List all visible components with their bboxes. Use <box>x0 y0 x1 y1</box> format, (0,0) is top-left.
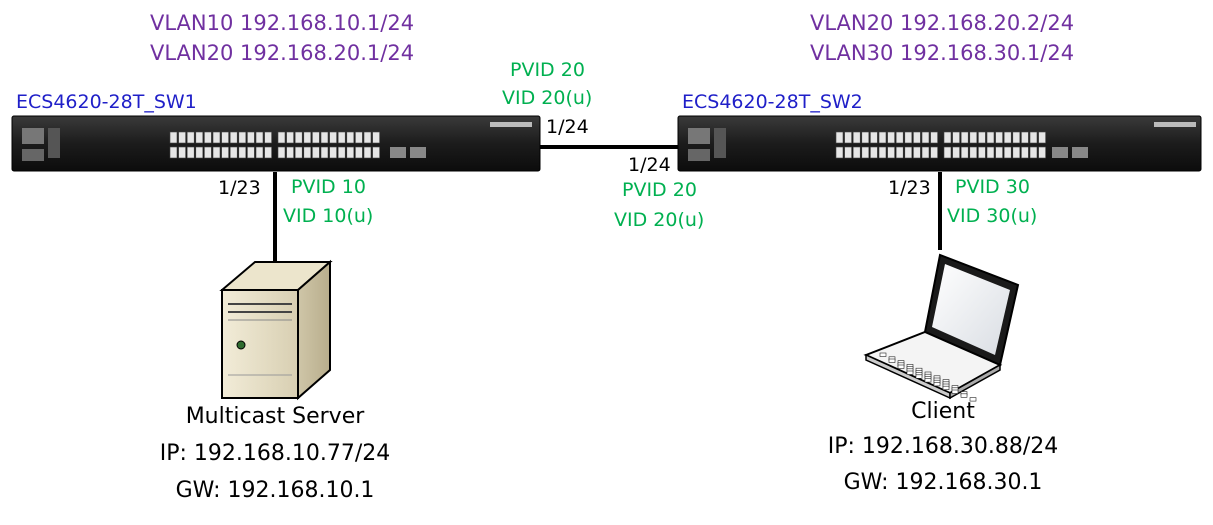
laptop-icon <box>863 253 1020 402</box>
sw2-vlan20-label: VLAN20 192.168.20.2/24 <box>810 11 1075 35</box>
server-name-label: Multicast Server <box>185 404 365 429</box>
client-pvid-label: PVID 30 <box>955 176 1030 198</box>
uplink-sw2-port-label: 1/24 <box>628 154 671 176</box>
uplink-sw1-port-label: 1/24 <box>546 116 589 138</box>
sw2-name-label: ECS4620-28T_SW2 <box>682 91 863 113</box>
server-ip-label: IP: 192.168.10.77/24 <box>159 441 391 466</box>
client-name-label: Client <box>911 399 975 424</box>
switch-sw2-icon <box>677 115 1202 172</box>
sw1-vlan10-label: VLAN10 192.168.10.1/24 <box>150 11 415 35</box>
uplink-sw2-vid-label: VID 20(u) <box>614 209 705 231</box>
client-gw-label: GW: 192.168.30.1 <box>843 470 1043 495</box>
client-vid-label: VID 30(u) <box>947 205 1038 227</box>
server-gw-label: GW: 192.168.10.1 <box>175 478 375 503</box>
client-port-label: 1/23 <box>888 177 931 199</box>
sw1-vlan20-label: VLAN20 192.168.20.1/24 <box>150 41 415 65</box>
switch-sw1-icon <box>11 115 541 172</box>
uplink-sw1-pvid-label: PVID 20 <box>510 59 585 81</box>
server-pvid-label: PVID 10 <box>291 176 366 198</box>
uplink-sw2-pvid-label: PVID 20 <box>622 179 697 201</box>
server-port-label: 1/23 <box>218 177 261 199</box>
uplink-sw1-vid-label: VID 20(u) <box>502 87 593 109</box>
server-vid-label: VID 10(u) <box>283 205 374 227</box>
client-ip-label: IP: 192.168.30.88/24 <box>827 434 1059 459</box>
sw2-vlan30-label: VLAN30 192.168.30.1/24 <box>810 41 1075 65</box>
sw1-name-label: ECS4620-28T_SW1 <box>16 91 197 113</box>
server-tower-icon <box>219 259 333 401</box>
